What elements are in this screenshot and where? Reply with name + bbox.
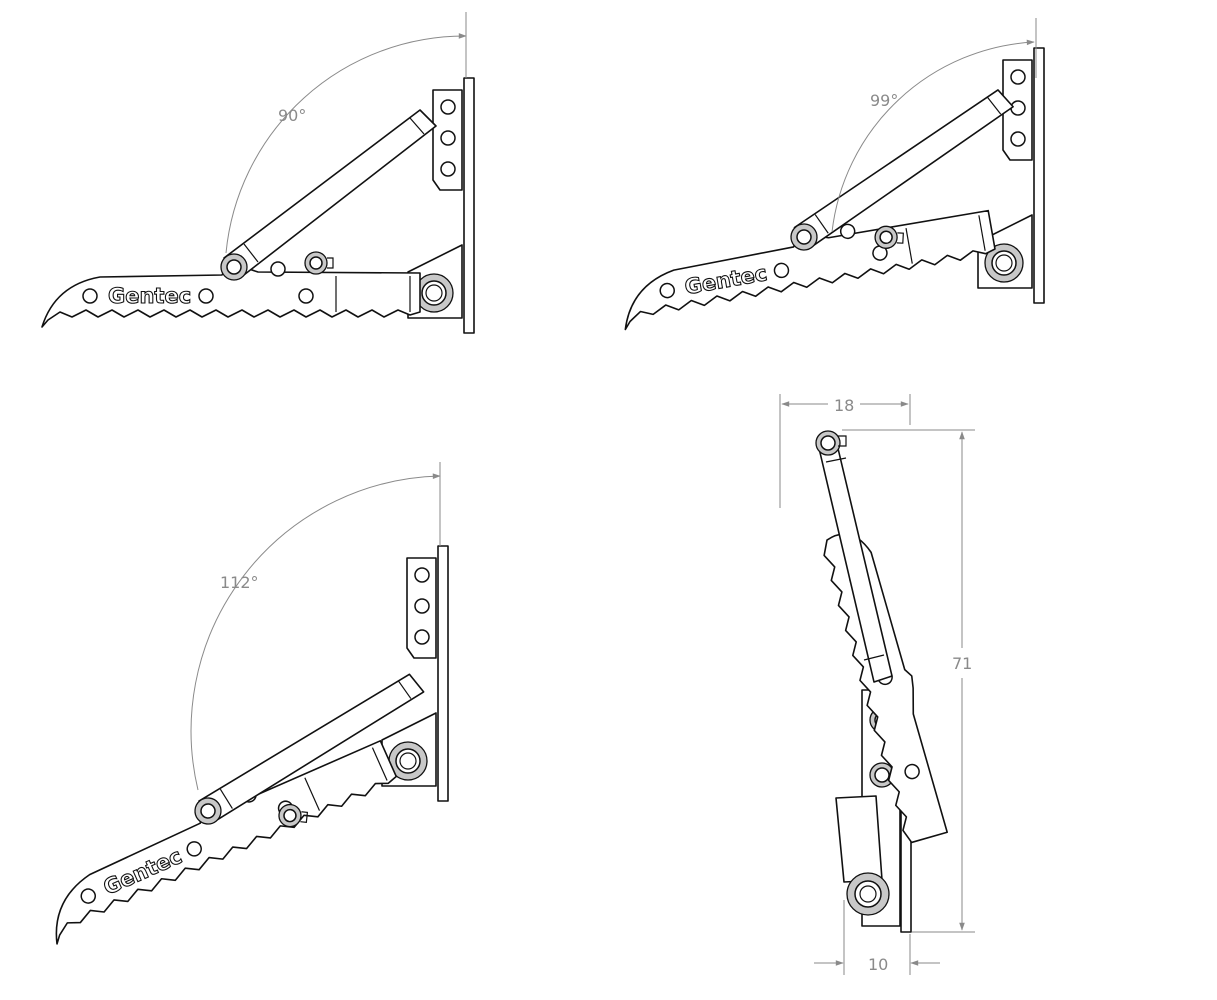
depth-dim-label: 10 xyxy=(868,955,888,974)
logo-text: Gentec xyxy=(108,284,191,308)
view-position-99: Gentec 99° xyxy=(613,18,1045,331)
view-position-112: Gentec 112° xyxy=(29,462,449,945)
view-position-90: Gentec 90° xyxy=(41,12,475,334)
view-folded: Gentec 18 71 10 xyxy=(779,394,975,975)
angle-label: 112° xyxy=(220,573,259,592)
width-dim-label: 18 xyxy=(834,396,854,415)
height-dim-label: 71 xyxy=(952,654,972,673)
angle-label: 90° xyxy=(278,106,306,125)
angle-label: 99° xyxy=(870,91,898,110)
